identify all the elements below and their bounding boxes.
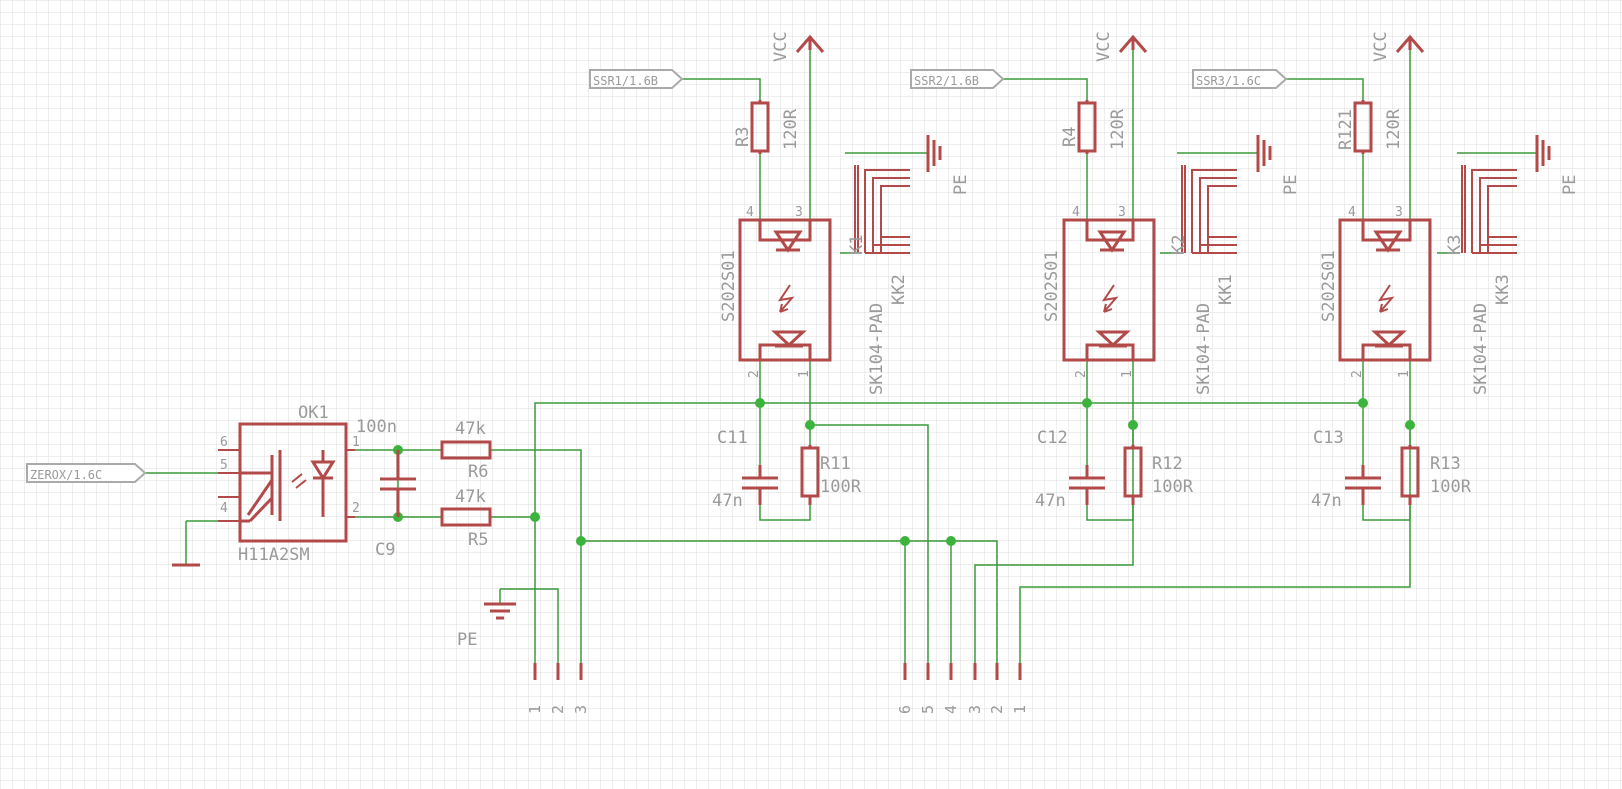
r6-value: 47k <box>455 419 486 439</box>
r3-name: R3 <box>733 127 753 147</box>
conn-right-pin-1: 1 <box>1011 705 1029 714</box>
svg-text:4: 4 <box>220 501 228 516</box>
svg-text:2: 2 <box>747 370 762 378</box>
k1-part: SK104-PAD <box>867 303 887 395</box>
k2-name: K2 <box>1169 235 1189 255</box>
pe-label-1: PE <box>951 175 971 195</box>
svg-text:1: 1 <box>352 435 360 450</box>
r121-name: R121 <box>1336 109 1356 150</box>
triac-ssr-1: 4 3 2 1 <box>738 205 832 378</box>
triac-ssr-3: 4 3 2 1 <box>1338 205 1432 378</box>
pe-ground-bottom <box>484 602 516 620</box>
triac-1-part: S202S01 <box>719 250 739 322</box>
ok1-part: H11A2SM <box>238 545 310 565</box>
conn-right-pin-2: 2 <box>988 705 1006 714</box>
c11-name: C11 <box>717 428 748 448</box>
ok1-name: OK1 <box>298 403 329 423</box>
snubber-symbols <box>742 445 1420 505</box>
k3-part: SK104-PAD <box>1471 303 1491 395</box>
pe-label-bottom: PE <box>457 630 477 650</box>
c9-name: C9 <box>375 540 395 560</box>
port-ssr1: SSR1/1.6B <box>589 69 684 89</box>
k3-name: K3 <box>1445 235 1465 255</box>
vcc-symbols <box>795 34 1425 53</box>
c12-name: C12 <box>1037 428 1068 448</box>
port-ssr2: SSR2/1.6B <box>910 69 1005 89</box>
port-ssr2-label: SSR2/1.6B <box>914 74 979 88</box>
r13-name: R13 <box>1430 454 1461 474</box>
port-zerox-label: ZEROX/1.6C <box>30 468 102 482</box>
conn-right-pin-5: 5 <box>919 705 937 714</box>
r121-value: 120R <box>1384 108 1404 150</box>
svg-text:2: 2 <box>1074 370 1089 378</box>
port-ssr3: SSR3/1.6C <box>1192 69 1288 89</box>
r5-value: 47k <box>455 487 486 507</box>
c13-value: 47n <box>1311 491 1342 511</box>
port-ssr1-label: SSR1/1.6B <box>593 74 658 88</box>
svg-text:1: 1 <box>797 370 812 378</box>
pe-label-3: PE <box>1560 175 1580 195</box>
r13-value: 100R <box>1430 477 1472 497</box>
triac-3-part: S202S01 <box>1319 250 1339 322</box>
svg-text:3: 3 <box>795 205 803 220</box>
r12-value: 100R <box>1152 477 1194 497</box>
r11-value: 100R <box>820 477 862 497</box>
k2-ref: KK1 <box>1216 274 1236 305</box>
gate-resistor-symbols <box>750 100 1373 154</box>
conn-right-pin-4: 4 <box>942 705 960 714</box>
svg-text:1: 1 <box>1397 370 1412 378</box>
conn-left-pin-3: 3 <box>572 705 590 714</box>
c12-value: 47n <box>1035 491 1066 511</box>
vcc-label-3: VCC <box>1371 31 1391 62</box>
port-zerox: ZEROX/1.6C <box>26 463 147 483</box>
pe-ground-top <box>926 135 1551 172</box>
svg-text:2: 2 <box>352 501 360 516</box>
port-ssr3-label: SSR3/1.6C <box>1196 74 1261 88</box>
r12-name: R12 <box>1152 454 1183 474</box>
heatsink-symbols <box>854 165 1517 254</box>
triac-2-part: S202S01 <box>1042 250 1062 322</box>
conn-left-pin-2: 2 <box>549 705 567 714</box>
c9-value: 100n <box>356 417 397 437</box>
junctions <box>393 398 1415 546</box>
conn-right-pin-6: 6 <box>896 705 914 714</box>
conn-right-pin-3: 3 <box>966 705 984 714</box>
svg-text:4: 4 <box>1072 205 1080 220</box>
svg-text:4: 4 <box>746 205 754 220</box>
k3-ref: KK3 <box>1493 274 1513 305</box>
svg-text:2: 2 <box>1350 370 1365 378</box>
k1-name: K1 <box>847 235 867 255</box>
svg-text:5: 5 <box>220 458 228 473</box>
zc-components <box>380 440 492 527</box>
vcc-label-1: VCC <box>771 31 791 62</box>
r6-name: R6 <box>468 462 488 482</box>
connector-pins <box>533 663 1022 680</box>
svg-text:1: 1 <box>1120 370 1135 378</box>
optocoupler-ok1: 6 5 4 1 2 <box>218 422 360 543</box>
svg-text:3: 3 <box>1395 205 1403 220</box>
svg-text:4: 4 <box>1348 205 1356 220</box>
k1-ref: KK2 <box>889 274 909 305</box>
r5-name: R5 <box>468 530 488 550</box>
conn-left-pin-1: 1 <box>526 705 544 714</box>
k2-part: SK104-PAD <box>1194 303 1214 395</box>
r4-name: R4 <box>1060 127 1080 147</box>
r4-value: 120R <box>1108 108 1128 150</box>
r3-value: 120R <box>781 108 801 150</box>
pe-label-2: PE <box>1281 175 1301 195</box>
svg-text:6: 6 <box>220 435 228 450</box>
vcc-label-2: VCC <box>1094 31 1114 62</box>
c13-name: C13 <box>1313 428 1344 448</box>
triac-ssr-2: 4 3 2 1 <box>1062 205 1156 378</box>
c11-value: 47n <box>712 491 743 511</box>
svg-text:3: 3 <box>1118 205 1126 220</box>
r11-name: R11 <box>820 454 851 474</box>
